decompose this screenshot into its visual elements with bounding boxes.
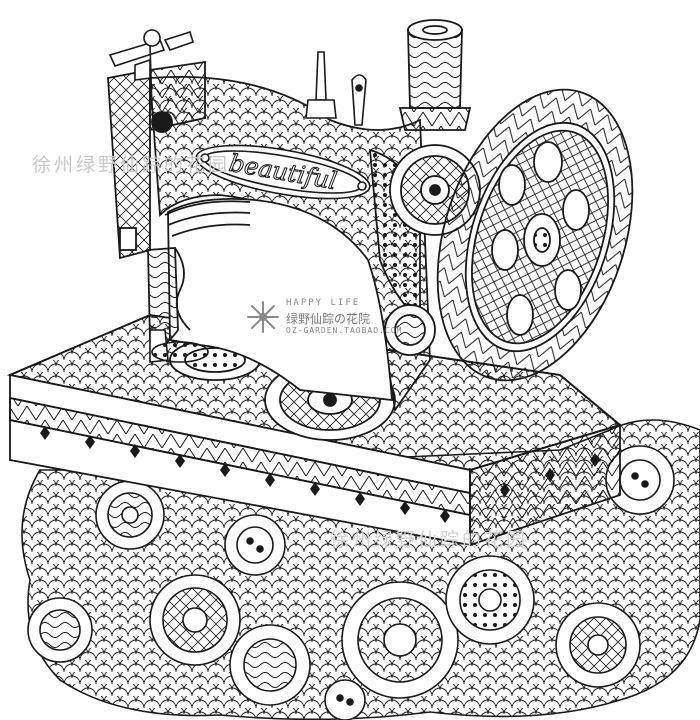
watermark-logo-line3: OZ-GARDEN.TAOBAO.COM: [286, 326, 403, 335]
watermark-logo-line1: HAPPY LIFE: [286, 298, 361, 308]
hand-wheel: [436, 88, 634, 382]
spindle-pins: [305, 51, 367, 126]
watermark-logo: HAPPY LIFE 绿野仙踪の花院 OZ-GARDEN.TAOBAO.COM: [246, 298, 446, 348]
watermark-logo-line2: 绿野仙踪の花院: [286, 312, 371, 326]
thread-spool: [398, 19, 472, 131]
nameplate: [195, 144, 371, 200]
presser-foot: [149, 329, 209, 363]
watermark-middle-text: 徐州绿野仙踪的花园: [330, 529, 529, 551]
thread-lever: [108, 29, 194, 111]
snowflake-icon: [247, 301, 279, 333]
watermark-top-text: 徐州绿野仙踪的花园: [32, 154, 231, 176]
